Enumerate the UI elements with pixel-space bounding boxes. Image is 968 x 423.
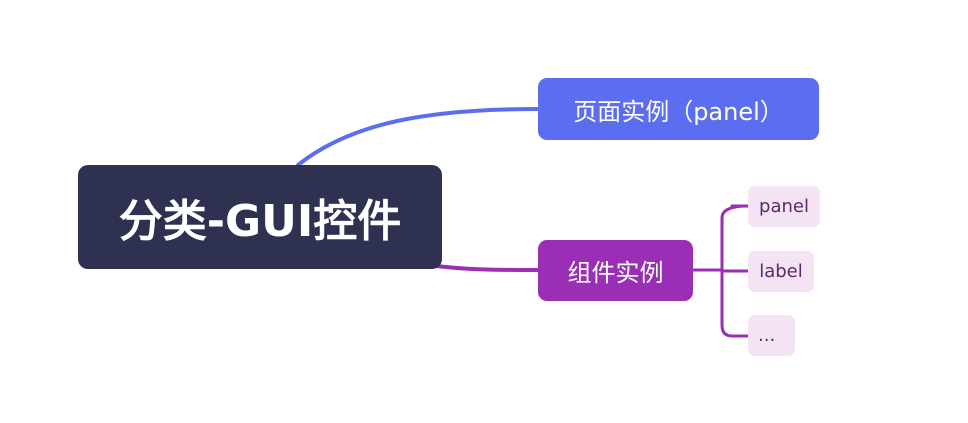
connector-root-to-branch-page-instance: [296, 107, 540, 167]
leaf-topic-label: ...: [758, 325, 776, 346]
root-topic[interactable]: 分类-GUI控件: [78, 165, 442, 269]
leaf-topic-label-item[interactable]: label: [748, 251, 814, 292]
leaf-topic-ellipsis[interactable]: ...: [748, 315, 795, 356]
branch-topic-label: 页面实例（panel）: [573, 97, 784, 126]
leaf-topic-panel[interactable]: panel: [748, 186, 820, 227]
connector-branch-to-leaf-bracket: [691, 204, 750, 338]
connector-root-to-branch-component-instance: [434, 264, 540, 272]
branch-topic-label: 组件实例: [567, 259, 664, 287]
leaf-topic-label: label: [759, 261, 803, 282]
leaf-topic-label: panel: [759, 196, 809, 217]
root-topic-label: 分类-GUI控件: [118, 196, 402, 247]
branch-topic-page-instance[interactable]: 页面实例（panel）: [538, 78, 819, 140]
branch-topic-component-instance[interactable]: 组件实例: [538, 240, 693, 301]
